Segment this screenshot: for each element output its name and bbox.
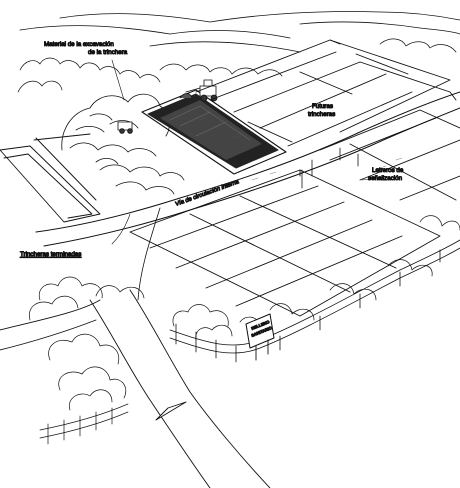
finished-trenches-label: Trincheras terminadas bbox=[20, 251, 81, 258]
lower-left-trees bbox=[28, 276, 145, 411]
perimeter-fence bbox=[169, 239, 460, 363]
lower-trench-plots bbox=[129, 169, 441, 317]
future-trenches-label-line2: trincheras bbox=[308, 111, 335, 118]
excavation-material-label-line2: de la trinchera bbox=[88, 49, 128, 56]
fence-trees bbox=[172, 215, 460, 341]
excavation-material-label-line1: Material de la excavación bbox=[44, 41, 114, 48]
trench-excavation bbox=[141, 89, 287, 175]
access-road bbox=[0, 289, 271, 488]
finished-trenches-label-leader bbox=[111, 213, 131, 245]
right-trench-plots bbox=[319, 109, 460, 201]
future-trench-plots bbox=[195, 39, 457, 147]
excavation-label-leader bbox=[111, 59, 125, 101]
finished-trenches-strip bbox=[0, 133, 101, 223]
top-tree-line bbox=[17, 38, 457, 93]
ground-texture bbox=[199, 117, 403, 181]
signage-label-line1: Letreros de bbox=[372, 167, 404, 174]
landfill-sign-board bbox=[245, 313, 275, 361]
bulldozer-machine bbox=[117, 121, 133, 134]
future-trenches-label-line1: Futuras bbox=[312, 103, 333, 110]
internal-road bbox=[35, 91, 460, 301]
direction-marker-icon bbox=[155, 401, 187, 421]
signposts bbox=[301, 147, 381, 189]
bottom-fence bbox=[39, 403, 129, 445]
background-hills bbox=[19, 11, 460, 53]
signage-label-line2: señalización bbox=[368, 175, 403, 182]
